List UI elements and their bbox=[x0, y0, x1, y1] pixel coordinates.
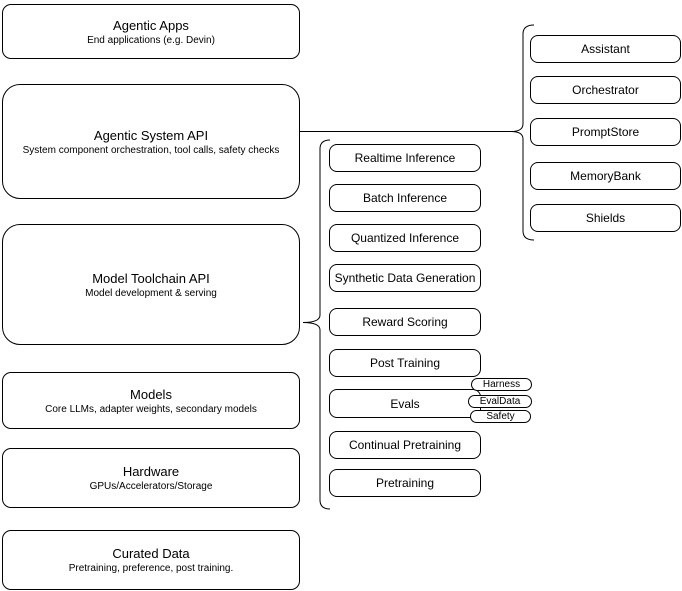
toolchain-item-continual-pretraining: Continual Pretraining bbox=[329, 431, 481, 459]
eval-tag-harness: Harness bbox=[471, 378, 532, 391]
system-component-promptstore: PromptStore bbox=[530, 118, 681, 146]
node-title: Hardware bbox=[122, 464, 180, 479]
toolchain-item-label: Post Training bbox=[369, 356, 441, 370]
node-curated-data: Curated Data Pretraining, preference, po… bbox=[2, 530, 300, 590]
node-agentic-system-api: Agentic System API System component orch… bbox=[2, 84, 300, 199]
node-title: Model Toolchain API bbox=[92, 270, 210, 286]
node-subtitle: System component orchestration, tool cal… bbox=[22, 144, 280, 156]
toolchain-item-label: Synthetic Data Generation bbox=[334, 271, 476, 285]
node-model-toolchain-api: Model Toolchain API Model development & … bbox=[2, 224, 300, 345]
system-component-label: Shields bbox=[585, 211, 626, 225]
toolchain-item-synthetic-data-generation: Synthetic Data Generation bbox=[329, 264, 481, 292]
eval-tag-safety: Safety bbox=[470, 410, 531, 423]
toolchain-item-reward-scoring: Reward Scoring bbox=[329, 308, 481, 336]
node-subtitle: Pretraining, preference, post training. bbox=[68, 563, 234, 574]
toolchain-item-label: Reward Scoring bbox=[362, 315, 448, 329]
system-components-bracket bbox=[510, 24, 535, 241]
toolchain-item-quantized-inference: Quantized Inference bbox=[329, 224, 481, 252]
system-component-label: MemoryBank bbox=[570, 169, 641, 183]
toolchain-item-label: Realtime Inference bbox=[354, 151, 456, 165]
toolchain-item-batch-inference: Batch Inference bbox=[329, 184, 481, 212]
toolchain-item-label: Pretraining bbox=[375, 476, 435, 490]
system-component-shields: Shields bbox=[530, 204, 681, 232]
toolchain-item-evals: Evals bbox=[329, 389, 481, 418]
eval-tag-label: Harness bbox=[482, 379, 521, 390]
toolchain-item-pretraining: Pretraining bbox=[329, 469, 481, 497]
toolchain-item-label: Batch Inference bbox=[362, 191, 448, 205]
eval-tag-label: EvalData bbox=[479, 396, 521, 407]
node-models: Models Core LLMs, adapter weights, secon… bbox=[2, 372, 300, 429]
node-subtitle: GPUs/Accelerators/Storage bbox=[89, 481, 213, 492]
node-title: Agentic Apps bbox=[113, 17, 189, 33]
system-component-assistant: Assistant bbox=[530, 35, 681, 63]
toolchain-item-realtime-inference: Realtime Inference bbox=[329, 144, 481, 172]
eval-tag-label: Safety bbox=[486, 411, 515, 422]
system-component-label: PromptStore bbox=[571, 125, 640, 139]
node-agentic-apps: Agentic Apps End applications (e.g. Devi… bbox=[2, 4, 300, 59]
node-subtitle: End applications (e.g. Devin) bbox=[87, 34, 215, 46]
toolchain-item-label: Evals bbox=[390, 396, 420, 411]
node-hardware: Hardware GPUs/Accelerators/Storage bbox=[2, 448, 300, 508]
eval-tag-evaldata: EvalData bbox=[468, 395, 532, 408]
node-subtitle: Model development & serving bbox=[85, 287, 217, 299]
system-component-label: Assistant bbox=[581, 42, 630, 56]
system-component-memorybank: MemoryBank bbox=[530, 162, 681, 190]
node-title: Agentic System API bbox=[93, 127, 209, 143]
node-subtitle: Core LLMs, adapter weights, secondary mo… bbox=[45, 403, 257, 415]
toolchain-item-post-training: Post Training bbox=[329, 349, 481, 377]
system-component-label: Orchestrator bbox=[572, 83, 639, 97]
node-title: Models bbox=[130, 386, 172, 402]
toolchain-bracket bbox=[302, 139, 331, 510]
node-title: Curated Data bbox=[112, 546, 190, 561]
toolchain-item-label: Quantized Inference bbox=[350, 231, 460, 245]
toolchain-item-label: Continual Pretraining bbox=[348, 438, 462, 452]
system-component-orchestrator: Orchestrator bbox=[530, 76, 681, 104]
